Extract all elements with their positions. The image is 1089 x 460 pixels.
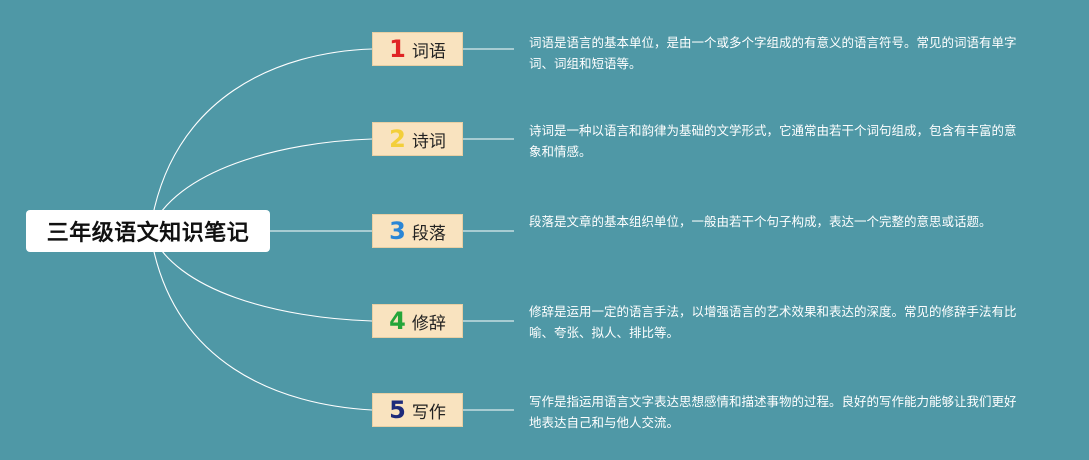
branch-label-1: 词语 (411, 41, 446, 62)
number-badge-4: 4 (389, 307, 406, 335)
branch-description-4: 修辞是运用一定的语言手法，以增强语言的艺术效果和表达的深度。常见的修辞手法有比喻… (529, 304, 1017, 340)
number-badge-5: 5 (389, 396, 406, 424)
number-badge-1: 1 (389, 35, 406, 63)
connector-branch-5 (149, 230, 373, 411)
root-title: 三年级语文知识笔记 (46, 221, 250, 246)
branch-description-2: 诗词是一种以语言和韵律为基础的文学形式，它通常由若干个词句组成，包含有丰富的意象… (529, 123, 1017, 159)
branch-label-5: 写作 (411, 402, 446, 423)
connector-branch-2 (149, 138, 373, 232)
connector-branch-1 (149, 48, 373, 232)
number-badge-2: 2 (389, 125, 406, 153)
branch-label-2: 诗词 (411, 131, 446, 152)
branch-node-3[interactable]: 3 段落 (372, 214, 463, 248)
branch-node-5[interactable]: 5 写作 (372, 393, 463, 427)
branch-label-4: 修辞 (411, 313, 446, 334)
branch-description-5: 写作是指运用语言文字表达思想感情和描述事物的过程。良好的写作能力能够让我们更好地… (529, 394, 1017, 430)
branch-label-3: 段落 (411, 223, 446, 244)
connector-branch-4 (149, 230, 373, 322)
branch-node-4[interactable]: 4 修辞 (372, 304, 463, 338)
branch-description-3: 段落是文章的基本组织单位，一般由若干个句子构成，表达一个完整的意思或话题。 (529, 214, 992, 229)
branch-node-1[interactable]: 1 词语 (372, 32, 463, 66)
number-badge-3: 3 (389, 217, 406, 245)
root-topic[interactable]: 三年级语文知识笔记 (26, 210, 270, 252)
branch-description-1: 词语是语言的基本单位，是由一个或多个字组成的有意义的语言符号。常见的词语有单字词… (529, 35, 1017, 71)
branch-node-2[interactable]: 2 诗词 (372, 122, 463, 156)
